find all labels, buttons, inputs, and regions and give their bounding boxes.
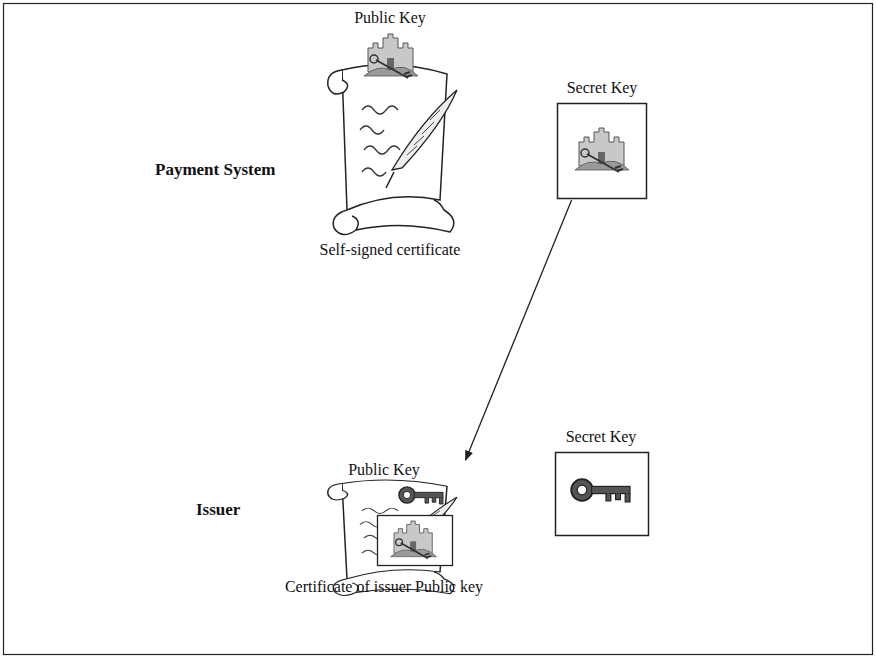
group-label: Issuer: [196, 499, 240, 521]
certificate-scroll: [328, 65, 457, 235]
node-heading: Public Key: [352, 8, 428, 28]
group-label: Payment System: [155, 159, 275, 181]
node-heading: Secret Key: [564, 427, 639, 447]
castle-icon: [575, 128, 629, 172]
secret-key-box: [556, 453, 649, 536]
certificate: Public KeySelf-signed certificate: [314, 8, 467, 260]
castle-icon: [364, 34, 418, 78]
node-caption: Self-signed certificate: [318, 240, 463, 260]
node-heading: Secret Key: [565, 78, 640, 98]
secret-key-box: [558, 104, 647, 199]
secret-key: Secret Key: [560, 427, 643, 537]
key-icon: [399, 487, 443, 504]
frame: [4, 4, 873, 655]
signature-box: [378, 516, 453, 566]
key-icon: [571, 479, 630, 502]
signing-arrow: [466, 200, 572, 460]
secret-key: Secret Key: [561, 78, 644, 200]
castle-icon: [391, 521, 437, 558]
node-heading: Public Key: [346, 460, 422, 480]
certificate: Public KeyCertificate of issuer Public k…: [279, 460, 490, 597]
node-caption: Certificate of issuer Public key: [283, 577, 485, 597]
